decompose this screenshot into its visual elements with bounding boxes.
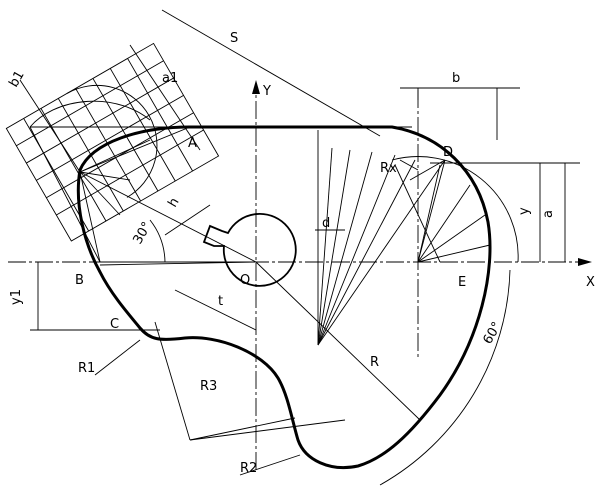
dim-label-h: h: [165, 195, 182, 210]
point-label-b: B: [75, 273, 84, 288]
r1-leader: [94, 339, 141, 376]
b-to-o-line: [99, 261, 257, 266]
dim-label-angle-30: 30°: [130, 220, 155, 247]
coordinate-axes: [8, 80, 592, 470]
left-fan-line: [29, 126, 101, 263]
point-label-a: A: [188, 136, 197, 151]
point-label-o: O: [240, 273, 250, 288]
hub-bore: [202, 213, 297, 287]
dim-label-r3: R3: [200, 379, 217, 394]
dim-label-r1: R1: [78, 361, 95, 376]
r-radius-line: [255, 261, 421, 421]
grid-arc: [66, 84, 158, 198]
grid-frame: [5, 42, 220, 242]
point-label-e: E: [458, 275, 466, 290]
bore-circle-with-keyway: [202, 213, 297, 287]
right-construction-arc: [391, 156, 519, 263]
dim-label-r2: R2: [240, 461, 257, 476]
dim-label-y: y: [517, 207, 532, 215]
point-label-c: C: [110, 317, 119, 332]
dim-label-angle-60: 60°: [480, 320, 505, 347]
y-axis-arrow-icon: [252, 80, 260, 94]
axis-label-x: X: [586, 275, 595, 290]
dim-label-y1: y1: [9, 289, 24, 305]
left-construction-arc: [29, 100, 151, 128]
dim-label-a1: a1: [162, 71, 178, 86]
s-dimension-line: [161, 9, 381, 137]
t-dim-line: [174, 289, 257, 331]
angle-60-arc: [379, 269, 511, 486]
dim-label-rx: Rx: [380, 161, 397, 176]
right-construction: [317, 147, 519, 346]
dim-label-r: R: [370, 355, 379, 370]
x-axis-arrow-icon: [578, 258, 592, 266]
r3-line: [154, 321, 191, 441]
left-fan-lines: [79, 126, 257, 263]
h-dim-line: [164, 204, 211, 236]
axis-label-y: Y: [262, 84, 271, 99]
cam-profile-contour: [76, 125, 492, 469]
a1-extension: [129, 44, 201, 151]
dim-label-a: a: [541, 210, 556, 218]
dim-label-s: S: [230, 31, 238, 46]
r2-leader: [239, 454, 301, 476]
dim-label-b: b: [452, 71, 460, 86]
point-label-d: D: [443, 145, 453, 160]
angle-30-arc: [149, 219, 166, 263]
r3-base: [189, 419, 346, 441]
dim-label-b1: b1: [6, 68, 27, 90]
b1-extension: [19, 79, 81, 173]
dim-label-t: t: [218, 294, 223, 309]
dim-label-d: d: [322, 216, 330, 231]
